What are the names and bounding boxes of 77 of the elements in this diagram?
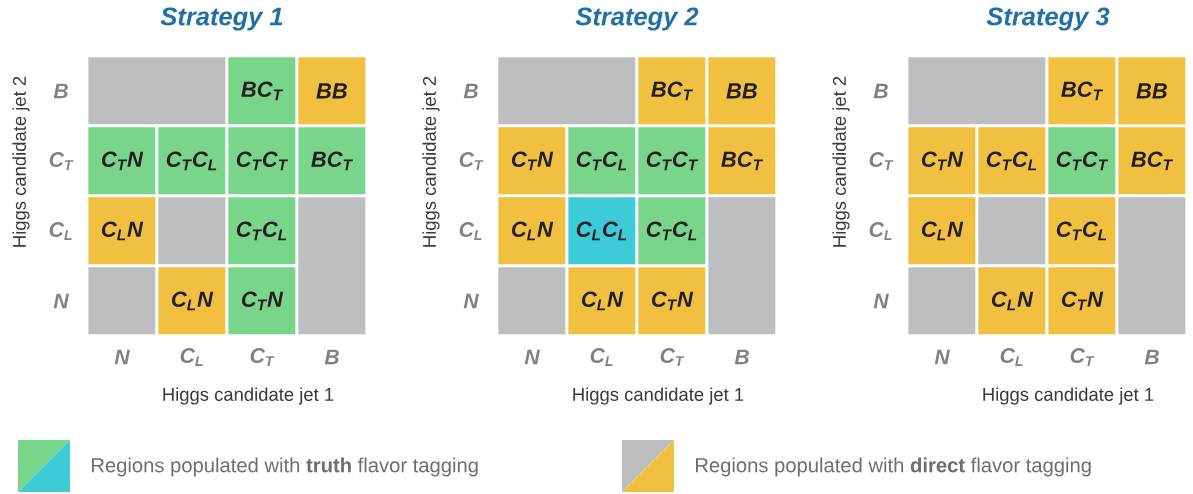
axis-title: Higgs candidate jet 2 xyxy=(12,76,30,247)
region-cell: C$_{T}$C$_{T}$ xyxy=(638,127,706,195)
axis-tick-label: N xyxy=(463,293,479,309)
axis-tick-label: B xyxy=(873,83,888,99)
empty-cell xyxy=(498,57,636,125)
axis-tick-label: N xyxy=(53,293,69,309)
axis-tick-label: N xyxy=(873,293,889,309)
axis-tick-label: N xyxy=(114,349,130,365)
axis-tick-label: C$_{L}$ xyxy=(869,222,892,240)
region-cell: BB xyxy=(708,57,776,125)
region-cell: C$_{T}$C$_{L}$ xyxy=(158,127,226,195)
region-cell: BB xyxy=(298,57,366,125)
region-cell: C$_{T}$C$_{L}$ xyxy=(228,197,296,265)
region-cell: BC$_{T}$ xyxy=(708,127,776,195)
region-cell: C$_{L}$C$_{L}$ xyxy=(568,197,636,265)
empty-cell xyxy=(298,197,366,335)
region-cell: BC$_{T}$ xyxy=(1118,127,1186,195)
axis-tick-label: C$_{L}$ xyxy=(49,222,72,240)
axis-title: Higgs candidate jet 2 xyxy=(832,76,850,247)
axis-tick-label: C$_{L}$ xyxy=(1000,348,1023,366)
region-cell: BC$_{T}$ xyxy=(228,57,296,125)
axis-tick-label: C$_{L}$ xyxy=(590,348,613,366)
region-cell: C$_{T}$N xyxy=(908,127,976,195)
empty-cell xyxy=(978,197,1046,265)
region-cell: BC$_{T}$ xyxy=(638,57,706,125)
region-cell: C$_{L}$N xyxy=(978,267,1046,335)
region-cell: BC$_{T}$ xyxy=(1048,57,1116,125)
strategy-title: Strategy 2 xyxy=(575,7,699,31)
empty-cell xyxy=(1118,197,1186,335)
axis-tick-label: B xyxy=(463,83,478,99)
axis-tick-label: C$_{L}$ xyxy=(459,222,482,240)
region-cell: C$_{L}$N xyxy=(568,267,636,335)
axis-tick-label: C$_{T}$ xyxy=(869,152,894,170)
strategy-title: Strategy 3 xyxy=(986,7,1110,31)
region-cell: C$_{T}$N xyxy=(88,127,156,195)
region-cell: C$_{L}$N xyxy=(498,197,566,265)
axis-title: Higgs candidate jet 1 xyxy=(983,387,1154,405)
axis-tick-label: B xyxy=(324,349,339,365)
axis-tick-label: C$_{T}$ xyxy=(1070,348,1095,366)
axis-tick-label: C$_{T}$ xyxy=(459,152,484,170)
region-cell: C$_{T}$C$_{L}$ xyxy=(568,127,636,195)
legend-text: Regions populated with direct flavor tagging xyxy=(696,457,1091,477)
axis-tick-label: N xyxy=(524,349,540,365)
axis-tick-label: C$_{L}$ xyxy=(180,348,203,366)
region-cell: C$_{T}$N xyxy=(228,267,296,335)
region-cell: C$_{T}$C$_{T}$ xyxy=(1048,127,1116,195)
region-cell: C$_{T}$N xyxy=(1048,267,1116,335)
axis-tick-label: B xyxy=(734,349,749,365)
empty-cell xyxy=(498,267,566,335)
empty-cell xyxy=(708,197,776,335)
axis-tick-label: B xyxy=(1144,349,1159,365)
axis-tick-label: C$_{T}$ xyxy=(660,348,685,366)
region-cell: C$_{L}$N xyxy=(88,197,156,265)
empty-cell xyxy=(88,57,226,125)
region-cell: C$_{L}$N xyxy=(908,197,976,265)
axis-tick-label: B xyxy=(53,83,68,99)
region-cell: C$_{T}$C$_{L}$ xyxy=(978,127,1046,195)
axis-title: Higgs candidate jet 1 xyxy=(573,387,744,405)
axis-tick-label: C$_{T}$ xyxy=(49,152,74,170)
axis-title: Higgs candidate jet 1 xyxy=(163,387,334,405)
region-cell: BB xyxy=(1118,57,1186,125)
region-cell: C$_{T}$C$_{L}$ xyxy=(1048,197,1116,265)
region-cell: C$_{T}$N xyxy=(498,127,566,195)
empty-cell xyxy=(88,267,156,335)
axis-tick-label: C$_{T}$ xyxy=(250,348,275,366)
legend-text: Regions populated with truth flavor tagging xyxy=(92,457,478,477)
empty-cell xyxy=(908,57,1046,125)
region-cell: C$_{L}$N xyxy=(158,267,226,335)
empty-cell xyxy=(158,197,226,265)
empty-cell xyxy=(908,267,976,335)
region-cell: C$_{T}$C$_{T}$ xyxy=(228,127,296,195)
axis-tick-label: N xyxy=(934,349,950,365)
region-cell: BC$_{T}$ xyxy=(298,127,366,195)
region-cell: C$_{T}$N xyxy=(638,267,706,335)
region-cell: C$_{T}$C$_{L}$ xyxy=(638,197,706,265)
strategy-title: Strategy 1 xyxy=(160,7,283,31)
axis-title: Higgs candidate jet 2 xyxy=(422,76,440,247)
